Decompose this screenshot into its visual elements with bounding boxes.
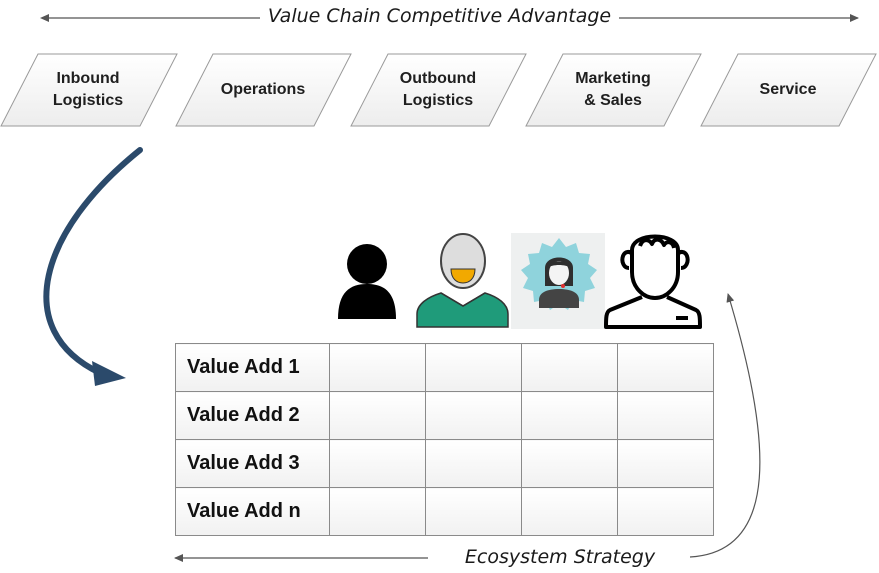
outline-person-icon: [604, 234, 702, 329]
ecosystem-curve-arrow: [689, 293, 761, 558]
person-silhouette-icon: [338, 244, 396, 319]
matrix-cell: [521, 439, 618, 488]
matrix-cell: [425, 343, 522, 392]
matrix-cell: [617, 343, 714, 392]
matrix-cell: [521, 391, 618, 440]
matrix-cell: [329, 343, 426, 392]
step-label-inbound-logistics: Inbound Logistics: [52, 70, 124, 109]
step-box-outbound-logistics: [350, 53, 527, 127]
step-label-outbound-logistics: Outbound Logistics: [399, 70, 477, 109]
step-box-service: [700, 53, 877, 127]
matrix-cell: [617, 487, 714, 536]
matrix-row: Value Add n: [175, 487, 714, 536]
step-label-marketing-sales: Marketing & Sales: [575, 70, 651, 109]
matrix-cell: [617, 439, 714, 488]
row-label-value-add-1: Value Add 1: [175, 343, 330, 392]
matrix-cell: [329, 487, 426, 536]
curved-arrow-head: [92, 361, 126, 386]
matrix-cell: [617, 391, 714, 440]
value-add-matrix: Value Add 1 Value Add 2 Value Add 3 Valu…: [175, 343, 714, 536]
value-chain-title-text: Value Chain Competitive Advantage: [259, 5, 620, 27]
matrix-cell: [329, 439, 426, 488]
step-box-inbound-logistics: [0, 53, 178, 127]
matrix-cell: [425, 487, 522, 536]
row-label-value-add-n: Value Add n: [175, 487, 330, 536]
smiling-person-icon: [416, 233, 509, 328]
matrix-cell: [521, 487, 618, 536]
matrix-row: Value Add 2: [175, 391, 714, 440]
matrix-cell: [329, 391, 426, 440]
curved-arrow: [43, 147, 143, 376]
matrix-cell: [425, 439, 522, 488]
matrix-cell: [425, 391, 522, 440]
step-label-operations: Operations: [220, 81, 306, 98]
matrix-row: Value Add 1: [175, 343, 714, 392]
step-box-operations: [175, 53, 352, 127]
matrix-row: Value Add 3: [175, 439, 714, 488]
badge-woman-icon: [511, 233, 605, 329]
value-chain-title: Value Chain Competitive Advantage: [0, 5, 879, 27]
row-label-value-add-2: Value Add 2: [175, 391, 330, 440]
ecosystem-strategy-title: Ecosystem Strategy: [464, 546, 656, 568]
matrix-cell: [521, 343, 618, 392]
value-chain-steps: [0, 53, 877, 127]
step-label-service: Service: [759, 81, 817, 98]
step-box-marketing-sales: [525, 53, 702, 127]
row-label-value-add-3: Value Add 3: [175, 439, 330, 488]
